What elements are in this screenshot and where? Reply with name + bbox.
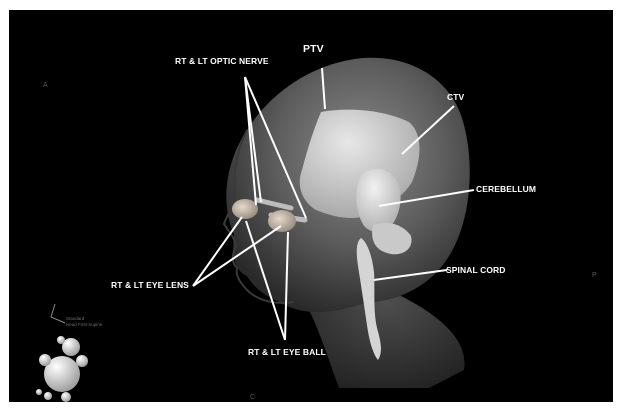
right-eye-ball: [232, 199, 258, 219]
label-ctv: CTV: [447, 92, 464, 102]
left-eye-ball: [268, 210, 296, 232]
label-ptv: PTV: [303, 43, 324, 55]
label-cerebellum: CEREBELLUM: [476, 184, 536, 194]
orientation-widget-line1: Standard: [66, 316, 84, 321]
orientation-figure: [36, 336, 88, 402]
label-eye-lens: RT & LT EYE LENS: [111, 280, 189, 290]
label-eye-ball: RT & LT EYE BALL: [248, 347, 326, 357]
orientation-caudal: C: [250, 394, 255, 401]
label-optic-nerve: RT & LT OPTIC NERVE: [175, 56, 269, 66]
render-viewport[interactable]: RT & LT OPTIC NERVE PTV CTV CEREBELLUM R…: [9, 10, 613, 402]
orientation-widget-line2: Head First-Supine: [66, 322, 102, 327]
axis-glyph: [51, 304, 65, 323]
orientation-posterior: P: [592, 272, 597, 279]
label-spinal-cord: SPINAL CORD: [446, 265, 506, 275]
volume-render: [9, 10, 613, 402]
orientation-anterior: A: [43, 82, 48, 89]
